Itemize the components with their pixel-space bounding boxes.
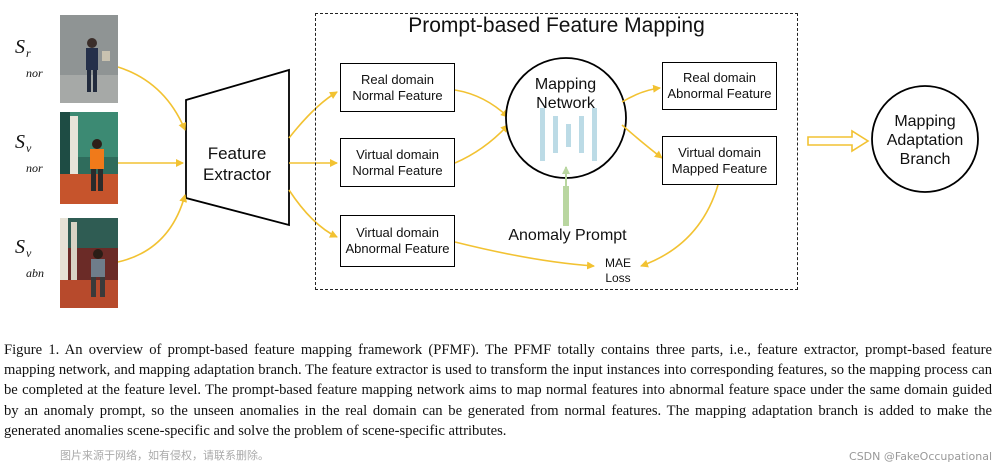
arrow-extractor-to-virtual-abnormal bbox=[288, 189, 338, 238]
anomaly-prompt-label: Anomaly Prompt bbox=[508, 227, 627, 244]
hollow-arrow-to-branch bbox=[807, 129, 870, 153]
image-source-note: 图片来源于网络，如有侵权，请联系删除。 bbox=[60, 449, 269, 462]
arrow-extractor-to-real-normal bbox=[288, 91, 338, 139]
mapping-adaptation-branch-label: Mapping Adaptation Branch bbox=[886, 113, 964, 168]
mae-loss-label: MAE Loss bbox=[604, 256, 631, 285]
virtual-abnormal-images bbox=[60, 218, 118, 308]
network-layer-bar bbox=[540, 108, 545, 161]
mapping-network-label: Mapping Network bbox=[534, 76, 597, 112]
arrow-real-normal-to-network bbox=[454, 89, 509, 118]
adaptation-branch-circle bbox=[871, 85, 979, 193]
diagram-connectors bbox=[117, 57, 979, 270]
feature-extractor-shape bbox=[185, 68, 290, 227]
arrow-network-to-real-abnormal bbox=[621, 84, 661, 103]
arrow-input1-to-extractor bbox=[117, 66, 186, 131]
csdn-watermark: CSDN @FakeOccupational bbox=[849, 450, 992, 463]
figure-caption: Figure 1. An overview of prompt-based fe… bbox=[4, 342, 992, 439]
network-layer-bar bbox=[579, 116, 584, 153]
arrow-virtual-mapped-to-loss bbox=[640, 184, 719, 268]
network-layer-bar bbox=[592, 108, 597, 161]
network-layer-bar bbox=[553, 116, 558, 153]
prompt-based-mapping-container bbox=[315, 13, 798, 290]
feature-extractor-label: Feature Extractor bbox=[202, 144, 272, 184]
anomaly-prompt-bar bbox=[563, 186, 569, 226]
arrow-virtual-normal-to-network bbox=[454, 124, 509, 164]
arrow-network-to-virtual-mapped bbox=[621, 124, 663, 159]
diagram-title: Prompt-based Feature Mapping bbox=[408, 14, 705, 37]
arrow-virtual-abnormal-to-loss bbox=[454, 241, 595, 270]
virtual-normal-images bbox=[60, 112, 118, 204]
arrow-input3-to-extractor bbox=[117, 194, 188, 263]
network-layer-bar bbox=[566, 124, 571, 147]
real-normal-image bbox=[60, 15, 118, 103]
